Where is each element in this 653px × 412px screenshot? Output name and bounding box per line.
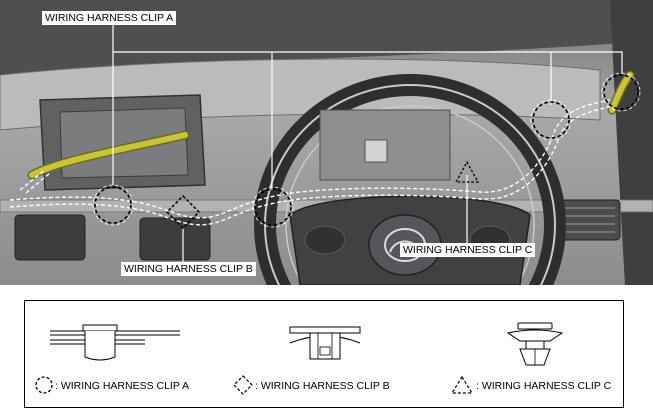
clip-b-marker <box>165 194 201 230</box>
clip-a-markers <box>94 74 639 226</box>
clip-b-drawing <box>289 326 361 360</box>
callout-clip-a: WIRING HARNESS CLIP A <box>42 11 177 25</box>
harness-route <box>9 99 613 226</box>
legend-label-clip-b: : WIRING HARNESS CLIP B <box>255 380 390 392</box>
legend-circle-icon <box>35 376 53 394</box>
clip-c-drawing <box>506 322 564 366</box>
legend-label-clip-c: : WIRING HARNESS CLIP C <box>476 380 612 392</box>
leader-lines <box>112 23 623 262</box>
legend-diamond-icon <box>233 375 253 395</box>
callout-clip-b: WIRING HARNESS CLIP B <box>121 262 256 276</box>
legend-label-clip-a: : WIRING HARNESS CLIP A <box>55 380 190 392</box>
callout-clip-c: WIRING HARNESS CLIP C <box>400 243 536 257</box>
legend-panel: : WIRING HARNESS CLIP A : WIRING HARNESS… <box>24 300 624 408</box>
dashboard-illustration <box>0 0 653 285</box>
clip-a-drawing <box>50 324 180 361</box>
clip-c-marker <box>454 160 480 183</box>
legend-triangle-icon <box>450 375 474 394</box>
